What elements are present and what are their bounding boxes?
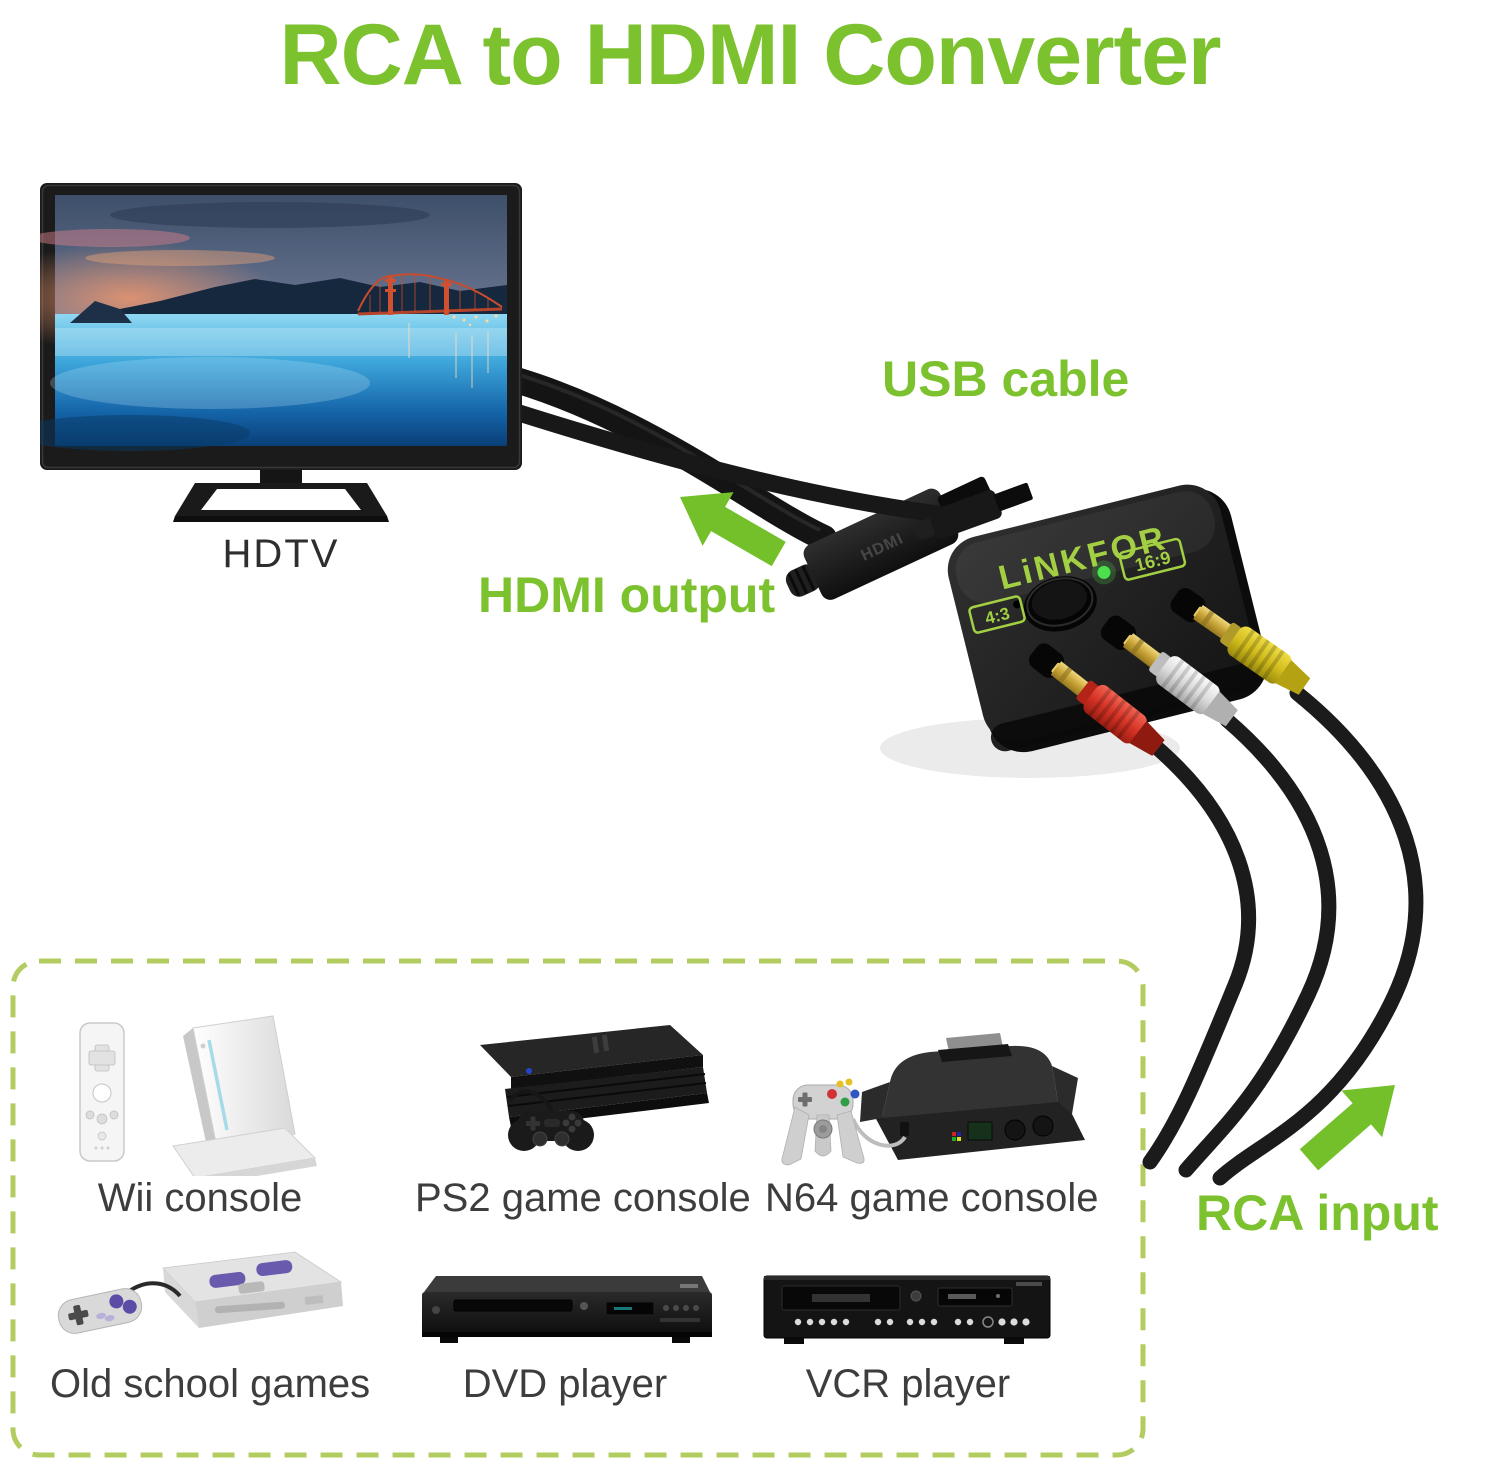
n64-controller bbox=[781, 1078, 907, 1166]
usb-cable-label: USB cable bbox=[882, 351, 1130, 407]
device-snes-label: Old school games bbox=[50, 1362, 371, 1406]
ps2-controller bbox=[508, 1089, 594, 1151]
rca-input-label: RCA input bbox=[1196, 1185, 1439, 1241]
usb-plug bbox=[914, 482, 1033, 540]
rca-cable-white bbox=[1178, 712, 1337, 1178]
hdmi-output-label: HDMI output bbox=[478, 567, 776, 623]
page-title: RCA to HDMI Converter bbox=[279, 7, 1222, 103]
rca-plug-yellow bbox=[1193, 605, 1311, 695]
source-devices-box bbox=[10, 958, 1146, 1458]
device-wii-image bbox=[79, 1015, 317, 1176]
hdtv-image bbox=[40, 183, 522, 522]
wii-remote bbox=[79, 1022, 125, 1162]
tv-stand bbox=[173, 470, 389, 522]
wii-console bbox=[172, 1015, 317, 1176]
snes-console bbox=[162, 1251, 343, 1328]
device-n64-label: N64 game console bbox=[765, 1176, 1099, 1220]
rca-plug-red bbox=[1050, 661, 1165, 756]
rca-plug-white bbox=[1122, 633, 1238, 727]
device-dvd-label: DVD player bbox=[462, 1362, 668, 1406]
reset-hole bbox=[1013, 600, 1022, 609]
device-ps2-image bbox=[480, 1025, 709, 1151]
device-snes-image bbox=[57, 1251, 343, 1334]
device-wii-label: Wii console bbox=[97, 1176, 303, 1220]
rca-cable-yellow bbox=[1212, 685, 1424, 1186]
hdmi-output-arrow bbox=[680, 492, 786, 567]
device-vcr-label: VCR player bbox=[805, 1362, 1011, 1406]
snes-controller bbox=[57, 1281, 182, 1334]
rca-input-arrow bbox=[1299, 1085, 1395, 1171]
n64-console bbox=[860, 1033, 1085, 1160]
device-vcr-image bbox=[763, 1275, 1051, 1344]
device-n64-image bbox=[781, 1033, 1085, 1166]
hdtv-label: HDTV bbox=[222, 532, 340, 576]
tv-screen bbox=[40, 195, 507, 451]
vcr-buttons bbox=[794, 1316, 1030, 1328]
usb-cable bbox=[507, 403, 947, 523]
power-led bbox=[1097, 565, 1111, 579]
dashed-border bbox=[10, 958, 1146, 1458]
rca-cable-red bbox=[1142, 738, 1256, 1170]
device-dvd-image bbox=[422, 1276, 712, 1343]
device-ps2-label: PS2 game console bbox=[415, 1176, 751, 1220]
bridge bbox=[357, 273, 503, 388]
